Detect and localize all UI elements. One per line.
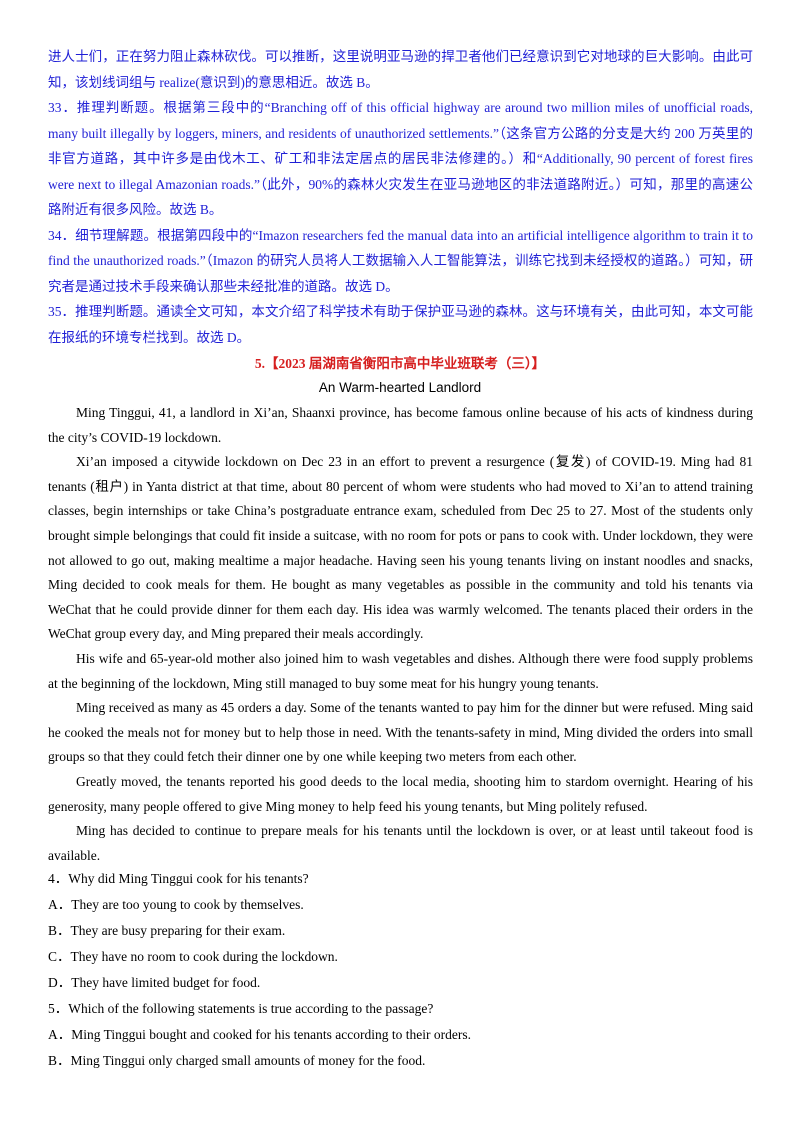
section-heading: 5.【2023 届湖南省衡阳市高中毕业班联考（三）】 <box>254 356 546 371</box>
reading-passage: Ming Tinggui, 41, a landlord in Xi’an, S… <box>48 401 753 868</box>
answer-option: D．They have limited budget for food. <box>48 975 261 990</box>
answer-option: C．They have no room to cook during the l… <box>48 949 338 964</box>
answer-option: A．Ming Tinggui bought and cooked for his… <box>48 1027 471 1042</box>
answer-option: B．They are busy preparing for their exam… <box>48 923 286 938</box>
question-stem: 4．Why did Ming Tinggui cook for his tena… <box>48 871 309 886</box>
passage-paragraph: Xi’an imposed a citywide lockdown on Dec… <box>48 454 753 642</box>
passage-paragraph: His wife and 65-year-old mother also joi… <box>48 650 753 691</box>
answer-option: A．They are too young to cook by themselv… <box>48 897 304 912</box>
explanation-continued: 进人士们，正在努力阻止森林砍伐。可以推断，这里说明亚马逊的捍卫者他们已经意识到它… <box>48 49 753 90</box>
explanation-q35: 35．推理判断题。通读全文可知，本文介绍了科学技术有助于保护亚马逊的森林。这与环… <box>48 304 753 345</box>
explanation-q34: 34．细节理解题。根据第四段中的“Imazon researchers fed … <box>48 227 753 294</box>
explanation-q33: 33．推理判断题。根据第三段中的“Branching off of this o… <box>48 100 753 217</box>
question-list: 4．Why did Ming Tinggui cook for his tena… <box>48 866 753 1074</box>
passage-title: An Warm-hearted Landlord <box>318 380 482 395</box>
passage-paragraph: Ming Tinggui, 41, a landlord in Xi’an, S… <box>48 405 753 445</box>
passage-paragraph: Ming has decided to continue to prepare … <box>48 823 753 863</box>
answer-option: B．Ming Tinggui only charged small amount… <box>48 1053 426 1068</box>
question-stem: 5．Which of the following statements is t… <box>48 1001 434 1016</box>
answer-explanations: 进人士们，正在努力阻止森林砍伐。可以推断，这里说明亚马逊的捍卫者他们已经意识到它… <box>48 44 753 350</box>
passage-paragraph: Greatly moved, the tenants reported his … <box>48 773 753 814</box>
passage-paragraph: Ming received as many as 45 orders a day… <box>48 700 753 765</box>
